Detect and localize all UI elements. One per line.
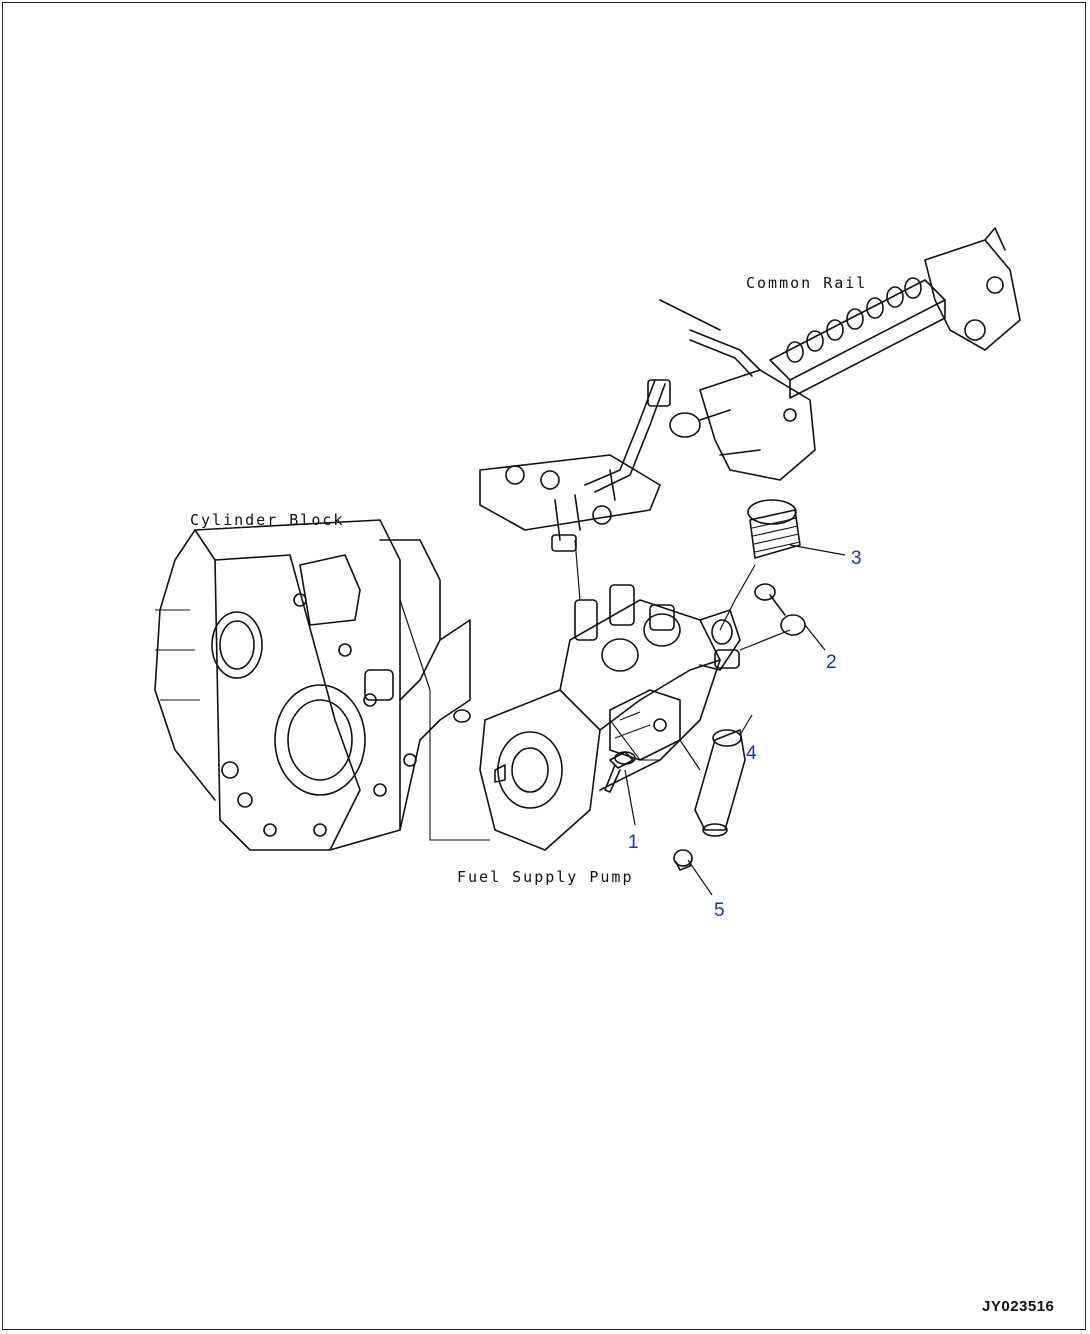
- part-3-bellows: [747, 499, 801, 559]
- part-5-cap: [673, 849, 693, 871]
- part-2-banjo-fitting: [754, 583, 806, 636]
- fuel-supply-pump-label: Fuel Supply Pump: [457, 868, 634, 886]
- callout-4: 4: [746, 743, 757, 764]
- leader-lines: [399, 539, 846, 896]
- callout-1: 1: [628, 832, 639, 853]
- cylinder-block-illustration: [154, 519, 490, 851]
- drawing-code: JY023516: [982, 1298, 1054, 1315]
- part-1-bolt: [604, 751, 636, 793]
- common-rail-illustration: [479, 227, 1021, 552]
- common-rail-label: Common Rail: [746, 274, 867, 292]
- callout-2: 2: [826, 652, 837, 673]
- callout-3: 3: [851, 548, 862, 569]
- fuel-supply-pump-illustration: [479, 584, 741, 851]
- cylinder-block-label: Cylinder Block: [190, 511, 344, 529]
- callout-5: 5: [714, 900, 725, 921]
- part-4-elbow: [694, 729, 746, 837]
